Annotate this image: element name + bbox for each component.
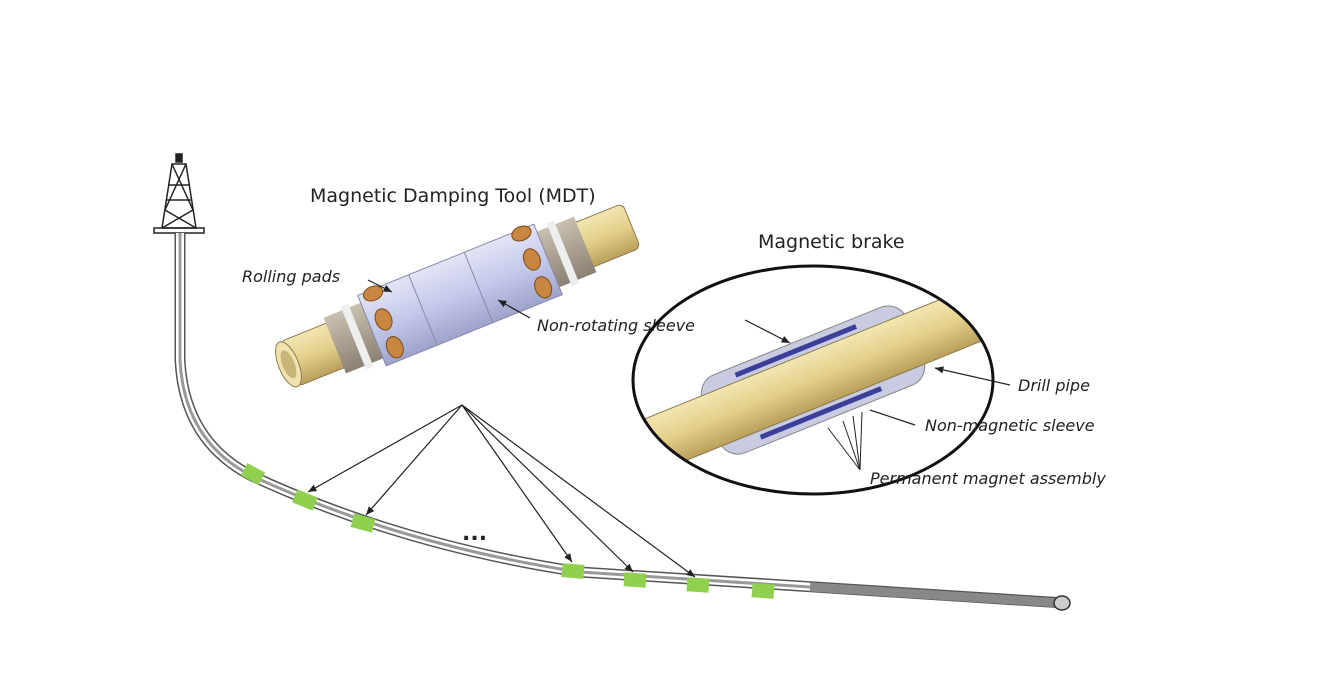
mdt-marker: [240, 463, 266, 485]
mdt-tool-illustration: [275, 204, 640, 388]
drill-bit-icon: [1053, 595, 1071, 611]
drill-string: [174, 233, 1071, 611]
derrick-icon: [153, 153, 205, 234]
brake-title: Magnetic brake: [758, 231, 905, 253]
non-magnetic-sleeve-label: Non-magnetic sleeve: [925, 416, 1095, 435]
non-rotating-sleeve-label: Non-rotating sleeve: [537, 316, 695, 335]
mdt-marker: [751, 583, 775, 599]
ellipsis: ...: [462, 521, 487, 546]
magnet-pointer-lines: [827, 411, 863, 471]
mdt-marker: [561, 563, 585, 579]
mdt-marker: [350, 513, 376, 533]
magnetic-brake-illustration: [633, 266, 993, 494]
drill-pipe-label: Drill pipe: [1018, 376, 1090, 395]
rolling-pads-label: Rolling pads: [242, 267, 340, 286]
brake-callout-ellipse: [631, 264, 995, 496]
mdt-markers: [240, 463, 775, 599]
mdt-marker: [292, 489, 318, 511]
mdt-title: Magnetic Damping Tool (MDT): [310, 185, 596, 207]
mdt-marker: [623, 572, 647, 588]
permanent-magnet-label: Permanent magnet assembly: [870, 469, 1106, 488]
mdt-marker: [686, 577, 710, 593]
pointer-arrows: [307, 404, 696, 578]
